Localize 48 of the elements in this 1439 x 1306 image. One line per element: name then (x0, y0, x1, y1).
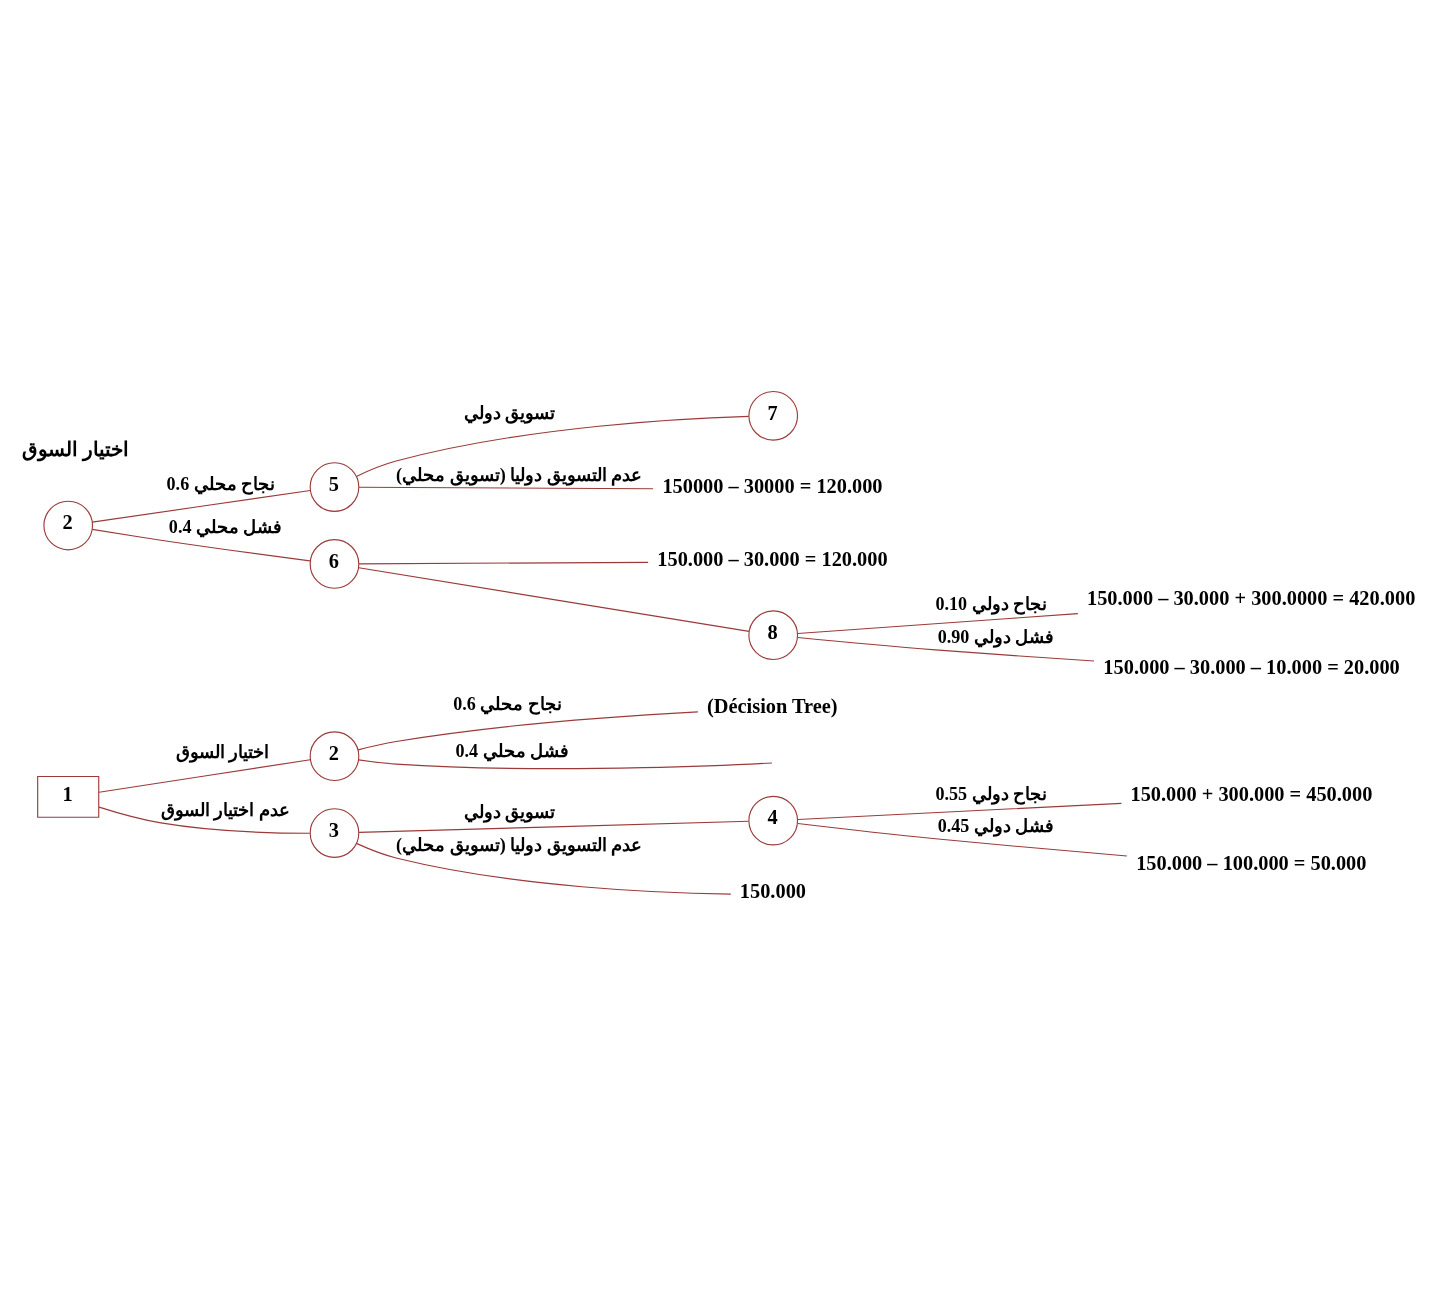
connector (358, 820, 750, 833)
connector (91, 528, 311, 562)
node-text: 150.000 – 30.000 + 300.0000 = 420.000 (1086, 587, 1416, 610)
connector (358, 486, 654, 490)
connector (98, 759, 311, 793)
edge-label: نجاح دولي 0.10 (935, 594, 1048, 615)
connector (357, 759, 773, 770)
node-text: 150.000 + 300.000 = 450.000 (1130, 782, 1373, 805)
node-circle: 2 (309, 731, 360, 782)
connector (797, 613, 1079, 635)
node-box: 1 (37, 775, 100, 818)
node-circle: 4 (748, 795, 799, 846)
connector (98, 806, 311, 834)
node-circle: 3 (309, 808, 360, 858)
node-circle: 7 (748, 390, 799, 441)
connector (91, 489, 311, 523)
connector (356, 843, 732, 895)
edge-label: نجاح محلي 0.6 (453, 693, 562, 714)
edge-label: عدم التسويق دوليا (تسويق محلي) (396, 834, 643, 855)
edge-label: عدم التسويق دوليا (تسويق محلي) (396, 465, 643, 486)
edge-label: نجاح دولي 0.55 (935, 784, 1048, 805)
edge-label: فشل دولي 0.90 (937, 626, 1055, 647)
node-text: 150.000 – 100.000 = 50.000 (1136, 851, 1367, 874)
node-text: (Décision Tree) (707, 694, 838, 717)
edge-label: فشل محلي 0.4 (168, 517, 283, 538)
node-circle: 6 (309, 539, 360, 589)
node-text: 150.000 – 30.000 – 10.000 = 20.000 (1103, 656, 1400, 679)
edge-label: فشل محلي 0.4 (455, 741, 570, 762)
node-label: اختيار السوق (21, 437, 129, 460)
node-circle: 2 (43, 500, 94, 551)
edge-label: فشل دولي 0.45 (937, 815, 1055, 836)
edge-label: عدم اختيار السوق (160, 799, 290, 820)
connector (797, 802, 1122, 821)
node-text: 150000 – 30000 = 120.000 (662, 475, 883, 498)
edge-label: نجاح محلي 0.6 (166, 474, 276, 495)
node-text: 150.000 (739, 879, 806, 902)
connector (797, 822, 1128, 857)
connector (797, 636, 1095, 662)
connector (358, 567, 750, 632)
node-circle: 8 (748, 610, 799, 661)
node-circle: 5 (309, 462, 360, 512)
edge-label: تسويق دولي (463, 802, 556, 823)
connector (358, 561, 649, 565)
edge-label: تسويق دولي (463, 403, 556, 423)
node-text: 150.000 – 30.000 = 120.000 (657, 547, 888, 570)
edge-label: اختيار السوق (175, 742, 270, 763)
connector (357, 711, 699, 751)
connector (355, 415, 750, 477)
